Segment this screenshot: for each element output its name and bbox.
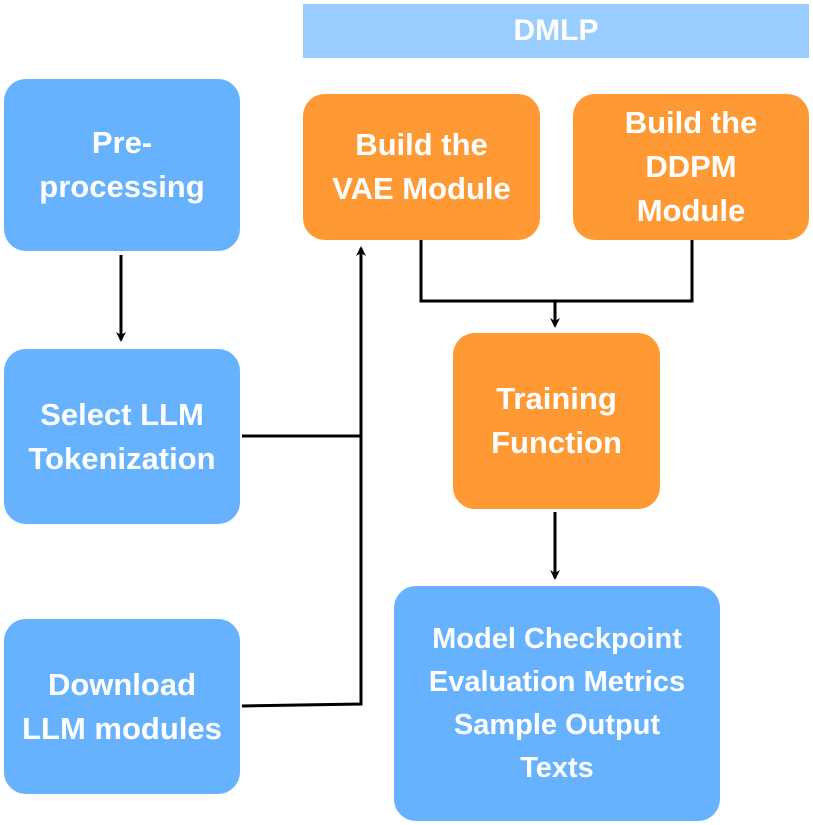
dmlp-title: DMLP	[513, 14, 599, 47]
build-vae-node: Build the VAE Module	[303, 94, 540, 240]
line-vae-to-training	[419, 240, 555, 303]
build-ddpm-label: Build the DDPM Module	[624, 105, 758, 228]
training-function-node: Training Function	[453, 333, 660, 509]
select-tokenization-label: Select LLM Tokenization	[28, 396, 216, 476]
outputs-node: Model Checkpoint Evaluation Metrics Samp…	[394, 586, 720, 821]
dmlp-banner: DMLP	[303, 4, 809, 58]
build-vae-label: Build the VAE Module	[332, 127, 511, 206]
select-tokenization-node: Select LLM Tokenization	[4, 349, 240, 524]
arrow-ddpm-to-training	[550, 240, 694, 328]
training-function-label: Training Function	[491, 381, 622, 460]
download-modules-label: Download LLM modules	[22, 666, 222, 746]
outputs-label: Model Checkpoint Evaluation Metrics Samp…	[428, 622, 686, 784]
preprocessing-label: Pre- processing	[39, 125, 205, 204]
arrow-download-to-vae	[241, 246, 366, 708]
download-modules-node: Download LLM modules	[4, 619, 240, 794]
build-ddpm-node: Build the DDPM Module	[573, 94, 809, 240]
preprocessing-node: Pre- processing	[4, 79, 240, 251]
